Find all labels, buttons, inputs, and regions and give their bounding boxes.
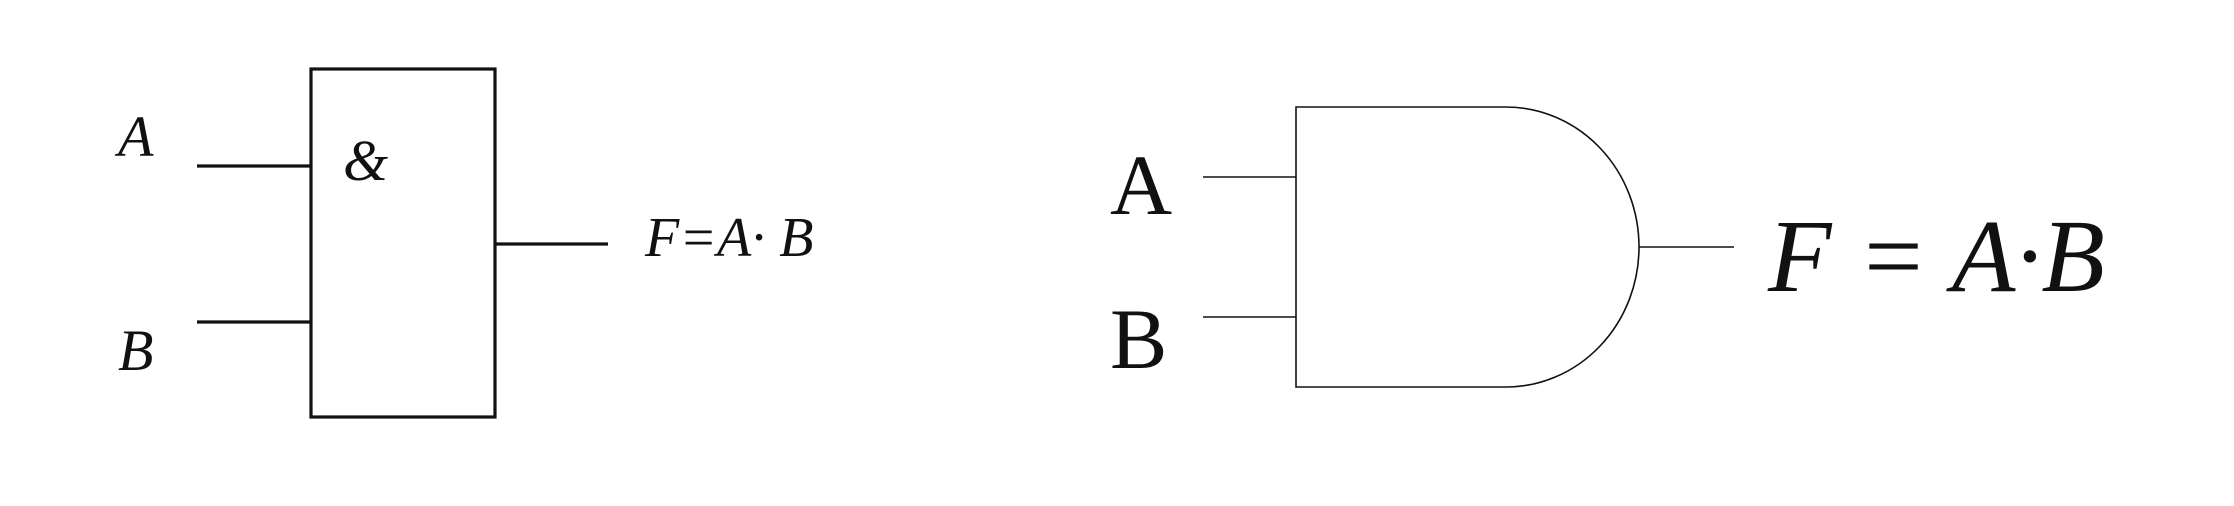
iec-and-symbol: &	[343, 128, 388, 193]
iec-gate-body	[309, 67, 497, 419]
ansi-and-gate: A B F = A·B	[1110, 106, 2105, 388]
iec-input-a-label: A	[114, 104, 154, 169]
ansi-input-b-label: B	[1110, 291, 1167, 387]
ansi-gate-body	[1295, 106, 1640, 388]
ansi-output-expression: F = A·B	[1767, 199, 2105, 314]
ansi-input-a-label: A	[1110, 137, 1172, 233]
iec-output-expression: F=A· B	[644, 207, 813, 269]
iec-input-b-label: B	[118, 318, 153, 383]
iec-and-gate: A B & F=A· B	[114, 67, 813, 419]
